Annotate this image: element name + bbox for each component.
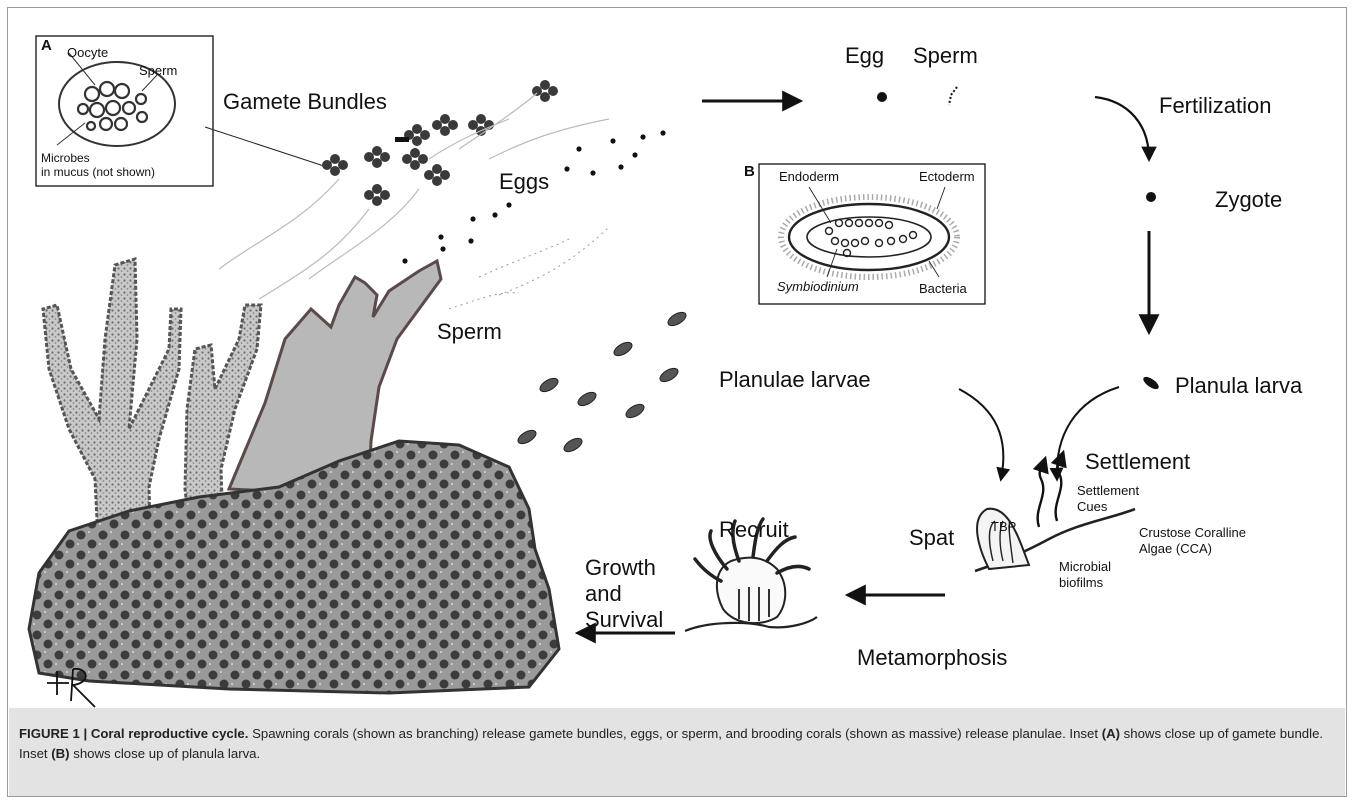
growth-label-2: and: [585, 581, 622, 607]
settlement-cues-icon: [1038, 459, 1045, 527]
bundle-icon: [364, 146, 390, 168]
fertilization-label: Fertilization: [1159, 93, 1271, 119]
ectoderm-label: Ectoderm: [919, 169, 975, 184]
bundle-icon: [402, 148, 428, 170]
endoderm-label: Endoderm: [779, 169, 839, 184]
fertilization-arrow: [1095, 97, 1149, 159]
figure-frame: A Oocyte Sperm Microbes in mucus (not sh…: [7, 7, 1347, 797]
microbes-label-2: in mucus (not shown): [41, 165, 155, 179]
bundle-icon: [532, 80, 558, 102]
cca-label-2: Algae (CCA): [1139, 541, 1212, 556]
settlement-cues-label-1: Settlement: [1077, 483, 1139, 498]
settlement-arrow-left: [959, 389, 1003, 479]
settlement-label: Settlement: [1085, 449, 1190, 475]
microbes-label-1: Microbes: [41, 151, 90, 165]
egg-icon: [877, 92, 887, 102]
caption-ref-b: (B): [51, 746, 69, 761]
growth-label-1: Growth: [585, 555, 656, 581]
zygote-label: Zygote: [1215, 187, 1282, 213]
egg-label: Egg: [845, 43, 884, 69]
figure-caption: FIGURE 1 | Coral reproductive cycle. Spa…: [19, 724, 1335, 764]
bundle-icon: [468, 114, 494, 136]
recruit-label: Recruit: [719, 517, 789, 543]
planula-larva-icon: [1141, 375, 1160, 392]
biofilm-label-2: biofilms: [1059, 575, 1103, 590]
metamorphosis-label: Metamorphosis: [857, 645, 1007, 671]
sperm-top-label: Sperm: [913, 43, 978, 69]
diagram-art: [9, 9, 1345, 709]
inset-a-tag: A: [41, 37, 52, 54]
gamete-trails: [219, 93, 609, 299]
sperm-icon: [949, 87, 957, 105]
bundle-icon: [424, 164, 450, 186]
biofilm-label-1: Microbial: [1059, 559, 1111, 574]
bundle-icon: [404, 124, 430, 146]
planulae-larvae-label: Planulae larvae: [719, 367, 871, 393]
caption-text-1: Spawning corals (shown as branching) rel…: [248, 726, 1101, 741]
caption-title: FIGURE 1 | Coral reproductive cycle.: [19, 726, 248, 741]
spat-icon: [977, 509, 1029, 569]
gamete-bundles-label: Gamete Bundles: [223, 89, 387, 115]
bacteria-label: Bacteria: [919, 281, 967, 296]
caption-text-3: shows close up of planula larva.: [70, 746, 261, 761]
caption-ref-a: (A): [1102, 726, 1120, 741]
spat-label: Spat: [909, 525, 954, 551]
tbp-label: TBP: [991, 519, 1016, 534]
sperm-trails: [449, 227, 609, 309]
inset-b-tag: B: [744, 163, 755, 180]
symbiodinium-label: Symbiodinium: [777, 279, 859, 294]
bundle-icon: [364, 184, 390, 206]
bundle-icon: [432, 114, 458, 136]
bundle-icon: [322, 154, 348, 176]
sperm-label-inset: Sperm: [139, 63, 177, 78]
zygote-icon: [1146, 192, 1156, 202]
sperm-release-label: Sperm: [437, 319, 502, 345]
planulae: [516, 310, 688, 455]
planula-larva-label: Planula larva: [1175, 373, 1302, 399]
growth-label-3: Survival: [585, 607, 663, 633]
diagram-panel: A Oocyte Sperm Microbes in mucus (not sh…: [9, 9, 1345, 709]
cca-label-1: Crustose Coralline: [1139, 525, 1246, 540]
oocyte-label: Oocyte: [67, 45, 108, 60]
settlement-cues-label-2: Cues: [1077, 499, 1107, 514]
eggs-label: Eggs: [499, 169, 549, 195]
